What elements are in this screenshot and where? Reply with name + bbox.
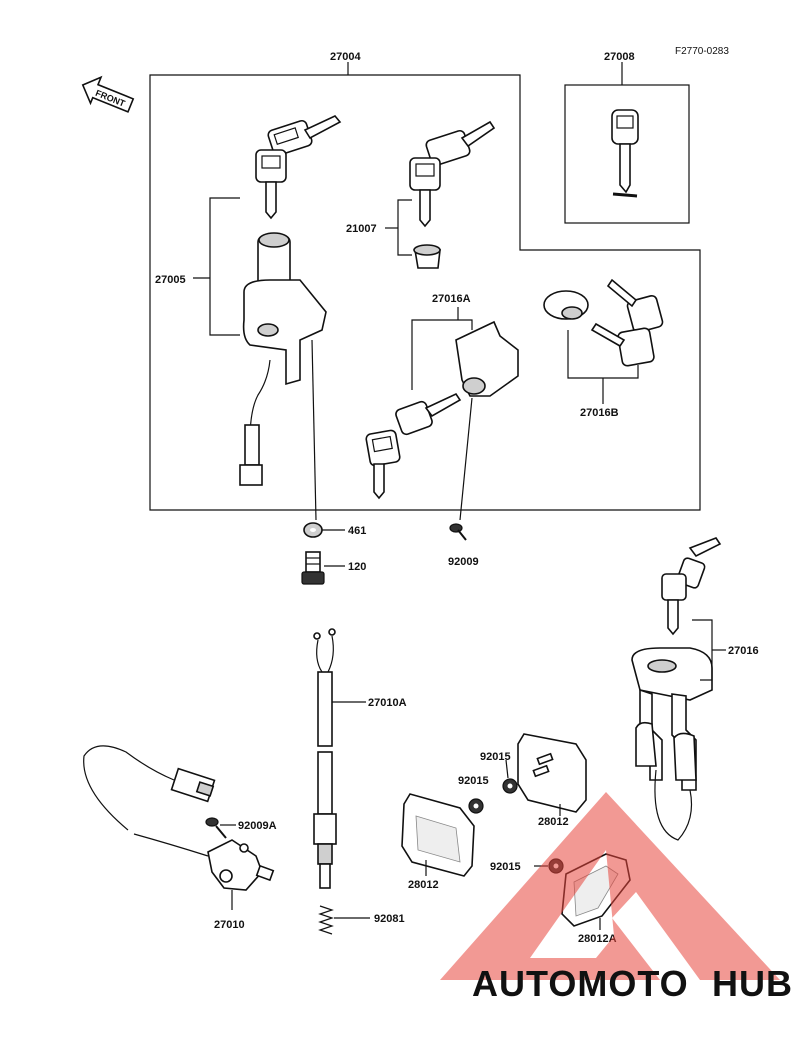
- key-27008-icon: [611, 109, 639, 198]
- figure-code: F2770-0283: [675, 46, 729, 57]
- label-120: 120: [348, 561, 366, 573]
- label-27016: 27016: [728, 645, 759, 657]
- label-92015-a: 92015: [480, 751, 511, 763]
- label-28012A: 28012A: [578, 933, 617, 945]
- nut-92015-a-icon: [502, 778, 518, 794]
- label-27004: 27004: [330, 51, 361, 63]
- spring-92081-icon: [318, 905, 334, 935]
- screw-92009-icon: [449, 523, 467, 541]
- helmet-lock-27016-icon: [631, 537, 722, 841]
- label-27010A: 27010A: [368, 697, 407, 709]
- watermark-brand-2: HUB: [712, 963, 793, 1004]
- label-27016B: 27016B: [580, 407, 619, 419]
- label-27010: 27010: [214, 919, 245, 931]
- label-21007: 21007: [346, 223, 377, 235]
- nut-92015-b-icon: [468, 798, 484, 814]
- label-92009: 92009: [448, 556, 479, 568]
- ignition-keys-icon: [255, 115, 342, 220]
- watermark-brand-1: AUTOMOTO: [472, 963, 689, 1004]
- label-27005: 27005: [155, 274, 186, 286]
- washer-461-icon: [303, 522, 323, 538]
- label-28012-upper: 28012: [538, 816, 569, 828]
- label-27008: 27008: [604, 51, 635, 63]
- lock-27016B-icon: [543, 278, 664, 367]
- watermark-logo-icon: [440, 792, 780, 980]
- label-92015-b: 92015: [458, 775, 489, 787]
- reflector-28012-upper-icon: [517, 733, 587, 813]
- label-28012-lower: 28012: [408, 879, 439, 891]
- automotohub-watermark: [440, 792, 780, 980]
- front-arrow-icon: FRONT: [81, 75, 135, 113]
- switch-27010A-icon: [313, 628, 337, 889]
- lock-27016A-icon: [365, 320, 519, 500]
- screw-92009A-icon: [205, 817, 227, 839]
- keys-21007-icon: [409, 120, 496, 269]
- group-box-27004: [149, 74, 701, 511]
- bolt-120-icon: [301, 551, 325, 585]
- reflector-28012-lower-icon: [401, 793, 475, 877]
- switch-27010-icon: [83, 745, 275, 891]
- label-92081: 92081: [374, 913, 405, 925]
- label-461: 461: [348, 525, 366, 537]
- label-92015-c: 92015: [490, 861, 521, 873]
- group-box-27008: [564, 84, 690, 224]
- label-92009A: 92009A: [238, 820, 277, 832]
- label-27016A: 27016A: [432, 293, 471, 305]
- ignition-switch-27005-icon: [239, 232, 327, 486]
